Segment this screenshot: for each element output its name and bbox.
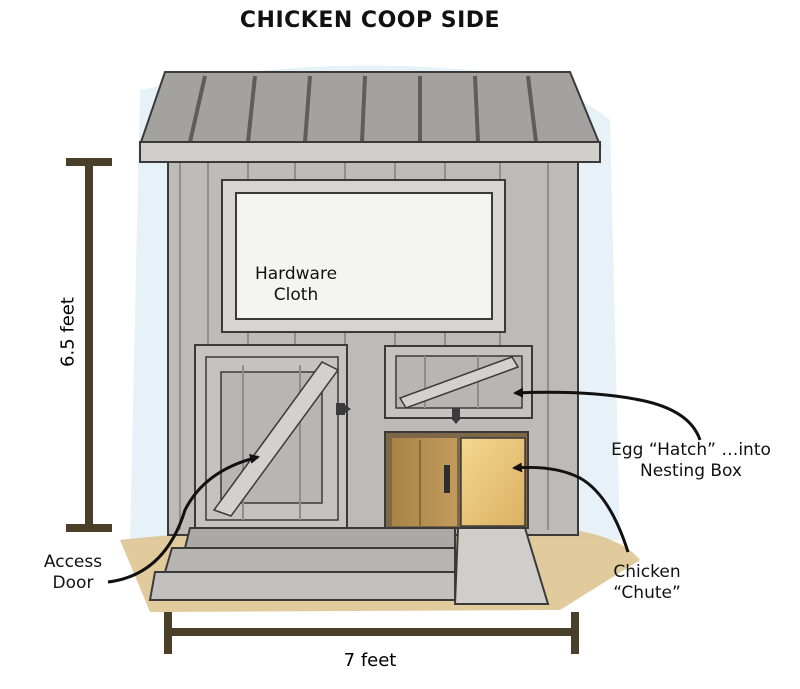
egg-hatch-latch [452,408,460,420]
access-door-label-line1: Access [43,552,103,572]
diagram-title: CHICKEN COOP SIDE [239,8,501,33]
chicken-chute-arrow [512,462,630,553]
roof-ribs [188,75,538,143]
egg-hatch-label: Egg “Hatch” …into Nesting Box [596,440,786,482]
access-door-brace [212,361,340,517]
chicken-chute-opening [460,437,526,527]
hardware-cloth-label-line2: Cloth [273,285,319,305]
hardware-cloth-panel [235,192,493,320]
egg-hatch-brace [398,356,520,409]
hardware-cloth-label-line1: Hardware [254,264,338,284]
chicken-ramp [453,527,550,605]
roof-fascia [139,141,601,163]
width-label: 7 feet [343,650,397,671]
egg-hatch-label-line1: Egg “Hatch” …into [611,440,771,460]
width-dimension-bar [164,612,579,654]
access-door-arrow [107,454,260,584]
hardware-cloth-label: Hardware Cloth [246,264,346,306]
chicken-chute-label: Chicken “Chute” [592,562,702,604]
egg-hatch-label-line2: Nesting Box [640,461,742,481]
height-dimension-bar [66,158,112,532]
chicken-chute-label-line1: Chicken [613,562,681,582]
front-steps [148,527,456,601]
access-door-label: Access Door [28,552,118,594]
access-door-latch [336,403,345,415]
chicken-chute-label-line2: “Chute” [613,583,681,603]
height-label: 6.5 feet [57,297,79,367]
access-door-label-line2: Door [52,573,94,593]
egg-hatch-arrow [513,387,702,441]
